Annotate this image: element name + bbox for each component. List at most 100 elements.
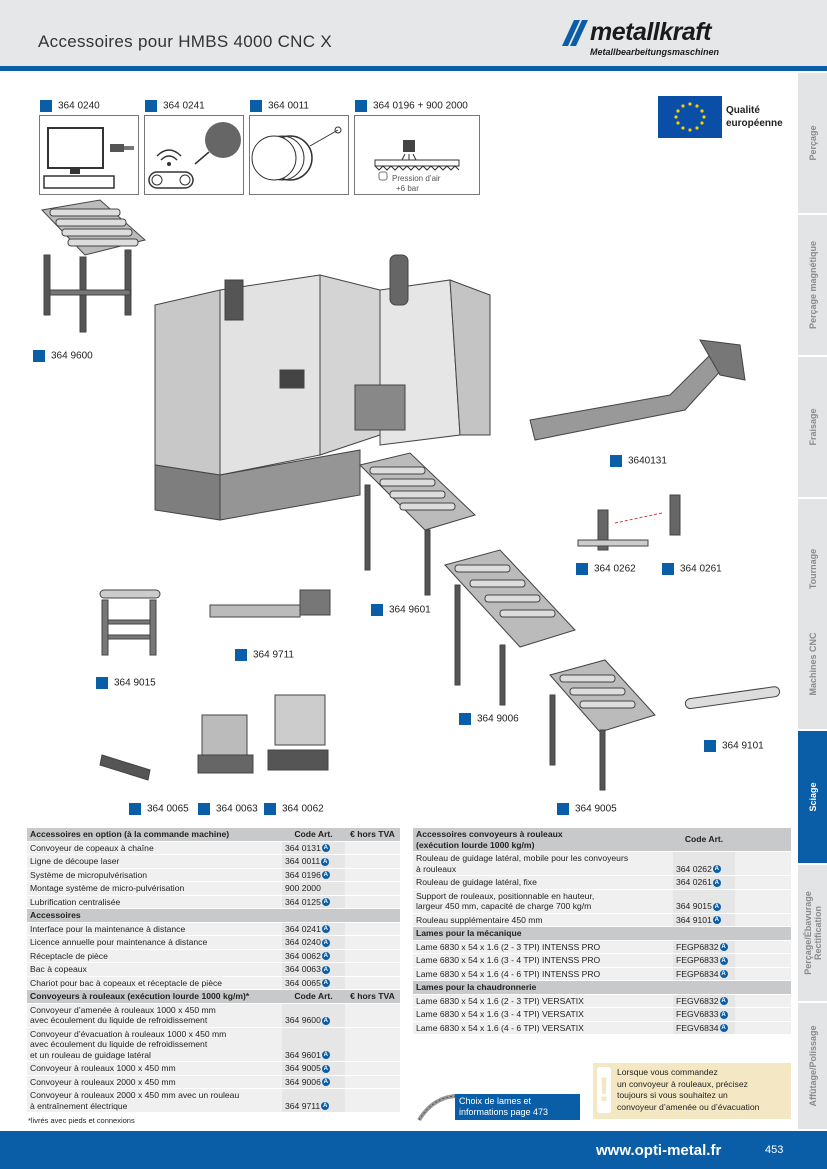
header-bar [0, 66, 827, 71]
eu-flag-icon [658, 96, 722, 138]
tab-affutage[interactable]: Affûtage/Polissage [798, 1003, 827, 1131]
table-header: Accessoires en option (à la commande mac… [27, 828, 400, 842]
band-saw-machine-drawing [154, 254, 491, 521]
page-header: Accessoires pour HMBS 4000 CNC X metallk… [0, 0, 827, 71]
code-364-9711: 364 9711 [235, 649, 294, 661]
order-note: ! Lorsque vous commandez un convoyeur à … [593, 1063, 791, 1119]
chip-conveyor-drawing [529, 339, 746, 441]
code-364-0261: 364 0261 [662, 563, 722, 575]
table-section: Lames pour la chaudronnerie [413, 980, 791, 995]
badge-icon: A [321, 898, 330, 907]
badge-icon: A [719, 956, 728, 965]
table-row: Lame 6830 x 54 x 1.6 (3 - 4 TPI) VERSATI… [413, 1007, 791, 1022]
side-guide-rollers-drawing [577, 494, 681, 551]
roller-stand-drawing [99, 589, 161, 656]
code-364-0062: 364 0062 [264, 803, 324, 815]
table-row: Support de rouleaux, positionnable en ha… [413, 889, 791, 914]
code-364-9006: 364 9006 [459, 713, 519, 725]
logo-subtitle: Metallbearbeitungsmaschinen [590, 47, 720, 57]
machine-illustration [40, 199, 781, 791]
outfeed-conveyor-drawing [359, 452, 476, 596]
chapter-tabs: Perçage Perçage magnétique Fraisage Tour… [798, 73, 827, 1131]
table-row: Convoyeur d’amenée à rouleaux 1000 x 450… [27, 1003, 400, 1028]
badge-icon: A [321, 925, 330, 934]
accessories-table: Accessoires en option (à la commande mac… [27, 828, 400, 1113]
extra-roller-drawing [684, 686, 781, 710]
code-364-9600: 364 9600 [33, 350, 93, 362]
tab-percage-ebavurage[interactable]: Perçage/Ébavurage Rectification [798, 865, 827, 1003]
tab-percage[interactable]: Perçage [798, 73, 827, 215]
exclamation-icon: ! [597, 1067, 611, 1113]
badge-icon: A [719, 1010, 728, 1019]
table-row: Lame 6830 x 54 x 1.6 (2 - 3 TPI) INTENSS… [413, 940, 791, 954]
table-section: Lames pour la mécanique [413, 926, 791, 941]
badge-icon: A [321, 1064, 330, 1073]
table-row: Lame 6830 x 54 x 1.6 (4 - 6 TPI) INTENSS… [413, 967, 791, 981]
code-3640131: 3640131 [610, 455, 667, 467]
badge-icon: A [321, 1051, 330, 1060]
tab-sciage[interactable]: Sciage [798, 731, 827, 865]
table-row: Interface pour la maintenance à distance… [27, 922, 400, 936]
micro-spray-illustration: Pression d’air +6 bar [354, 115, 480, 195]
conveyor-accessories-table: Accessoires convoyeurs à rouleaux(exécut… [413, 828, 791, 1035]
code-364-9005: 364 9005 [557, 803, 617, 815]
table-row: Lame 6830 x 54 x 1.6 (3 - 4 TPI) INTENSS… [413, 953, 791, 968]
code-364-9101: 364 9101 [704, 740, 764, 752]
table-row: Licence annuelle pour maintenance à dist… [27, 935, 400, 950]
blade-choice-link[interactable]: Choix de lames et informations page 473 [415, 1090, 580, 1122]
table-row: Chariot pour bac à copeaux et réceptacle… [27, 976, 400, 990]
table-row: Rouleau de guidage latéral, mobile pour … [413, 851, 791, 876]
logo-mark-icon [562, 20, 588, 46]
badge-icon: A [321, 844, 330, 853]
roller-conveyor-2000-drawing [444, 549, 576, 706]
logo-word: metallkraft [590, 18, 711, 46]
code-364-0065: 364 0065 [129, 803, 189, 815]
table-row: Lame 6830 x 54 x 1.6 (4 - 6 TPI) VERSATI… [413, 1021, 791, 1035]
remote-interface-illustration [144, 115, 244, 195]
roller-conveyor-1000-drawing [549, 659, 656, 791]
code-364-0063: 364 0063 [198, 803, 258, 815]
badge-icon: A [321, 857, 330, 866]
table-row: Lame 6830 x 54 x 1.6 (2 - 3 TPI) VERSATI… [413, 994, 791, 1008]
page-footer: www.opti-metal.fr 453 [0, 1131, 827, 1169]
table-row: Convoyeur d’évacuation à rouleaux 1000 x… [27, 1027, 400, 1062]
badge-icon: A [321, 979, 330, 988]
badge-icon: A [719, 970, 728, 979]
infeed-conveyor-drawing [40, 199, 147, 333]
badge-icon: A [712, 902, 721, 911]
page-title: Accessoires pour HMBS 4000 CNC X [38, 32, 332, 51]
badge-icon: A [712, 865, 721, 874]
wifi-icon [148, 122, 241, 189]
badge-icon: A [712, 878, 721, 887]
quality-label: Qualité européenne [726, 105, 783, 129]
code-364-9601: 364 9601 [371, 604, 431, 616]
badge-icon: A [321, 965, 330, 974]
metallkraft-logo: metallkraft Metallbearbeitungsmaschinen [560, 16, 790, 60]
laser-icon [251, 126, 342, 181]
badge-icon: A [321, 1078, 330, 1087]
option-code-3: 364 0011 [250, 100, 309, 112]
footnote: *livrés avec pieds et connexions [28, 1116, 135, 1125]
tab-fraisage[interactable]: Fraisage [798, 357, 827, 499]
tab-machines-cnc[interactable]: Machines CNC [798, 599, 827, 731]
remote-licence-illustration [39, 115, 139, 195]
badge-icon: A [719, 997, 728, 1006]
table-section: Accessoires [27, 908, 400, 923]
spray-nozzle-icon [374, 140, 460, 181]
table-header: Accessoires convoyeurs à rouleaux(exécut… [413, 828, 791, 852]
monitor-icon [43, 127, 134, 189]
badge-icon: A [712, 916, 721, 925]
badge-icon: A [321, 1102, 330, 1111]
website-link[interactable]: www.opti-metal.fr [596, 1142, 722, 1159]
tab-percage-magnetique[interactable]: Perçage magnétique [798, 215, 827, 357]
